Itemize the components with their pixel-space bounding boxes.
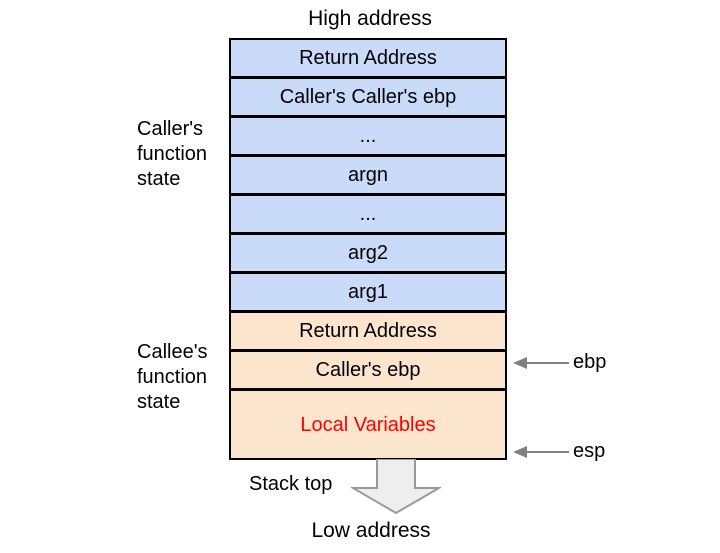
stack-growth-down-arrow-icon bbox=[351, 459, 441, 515]
stack-row-label: ... bbox=[359, 125, 377, 147]
ebp-label: ebp bbox=[573, 351, 607, 373]
stack-diagram-column: Return Address Caller's Caller's ebp ...… bbox=[229, 38, 507, 460]
stack-top-label: Stack top bbox=[249, 473, 333, 495]
esp-label: esp bbox=[573, 440, 606, 462]
stack-row-label: ... bbox=[359, 203, 377, 225]
low-address-label: Low address bbox=[311, 519, 431, 542]
stack-row-arg1: arg1 bbox=[229, 272, 507, 312]
stack-row-arg2: arg2 bbox=[229, 233, 507, 273]
stack-row-return-address-caller: Return Address bbox=[229, 38, 507, 78]
left-arrow-icon bbox=[513, 357, 569, 369]
stack-row-label: argn bbox=[347, 164, 389, 186]
high-address-label: High address bbox=[308, 7, 432, 30]
left-arrow-icon bbox=[513, 446, 569, 458]
stack-row-label: Return Address bbox=[299, 320, 437, 342]
stack-row-label: Caller's Caller's ebp bbox=[279, 86, 457, 108]
stack-row-callers-callers-ebp: Caller's Caller's ebp bbox=[229, 77, 507, 117]
caller-function-state-label: Caller's function state bbox=[137, 118, 208, 190]
stack-row-label: arg2 bbox=[347, 242, 389, 264]
stack-row-callers-ebp: Caller's ebp bbox=[229, 350, 507, 390]
stack-row-local-variables: Local Variables bbox=[229, 389, 507, 460]
stack-row-ellipsis-upper: ... bbox=[229, 116, 507, 156]
stack-row-label: Caller's ebp bbox=[315, 359, 421, 381]
stack-row-label: Return Address bbox=[299, 47, 437, 69]
stack-row-label: Local Variables bbox=[300, 413, 436, 436]
callee-function-state-label: Callee's function state bbox=[137, 341, 208, 413]
stack-row-ellipsis-lower: ... bbox=[229, 194, 507, 234]
esp-pointer: esp bbox=[511, 440, 631, 462]
ebp-pointer: ebp bbox=[511, 351, 631, 373]
stack-row-argn: argn bbox=[229, 155, 507, 195]
stack-row-return-address-callee: Return Address bbox=[229, 311, 507, 351]
stack-row-label: arg1 bbox=[347, 281, 389, 303]
